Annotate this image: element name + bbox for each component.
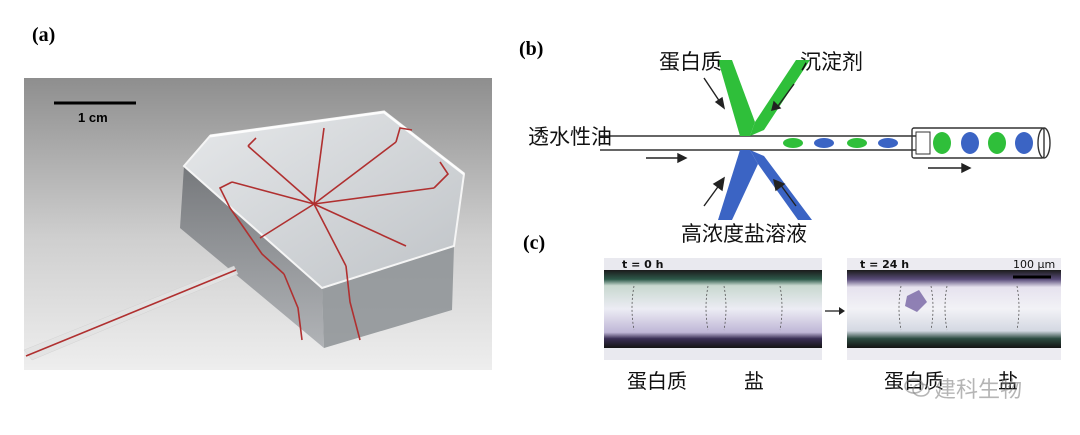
panel-a-label: (a) (32, 24, 56, 46)
droplet-generation-diagram (600, 60, 1051, 220)
oil-inlet-label: 透水性油 (528, 125, 612, 149)
time-progression-arrow-icon (825, 307, 845, 315)
time-label-0h: t = 0 h (622, 258, 664, 271)
time-label-24h: t = 24 h (860, 258, 910, 271)
protein-inlet-label: 蛋白质 (659, 50, 722, 74)
precipitant-inlet-label: 沉淀剂 (800, 50, 863, 74)
watermark: 建科生物 (904, 372, 1022, 404)
salt-label-t0: 盐 (744, 369, 764, 393)
micrograph-t0 (604, 258, 822, 360)
panel-b-label: (b) (519, 38, 544, 60)
salt-solution-inlet-label: 高浓度盐溶液 (681, 222, 807, 246)
wechat-icon (904, 378, 930, 397)
panel-c-label: (c) (523, 232, 546, 254)
scale-bar-label: 1 cm (78, 110, 108, 125)
protein-label-t24: 蛋白质 (884, 369, 944, 393)
micrograph-t24 (847, 258, 1061, 360)
microfluidic-chip-photo: 1 cm (24, 78, 492, 370)
salt-label-t24: 盐 (998, 369, 1018, 393)
micro-scale-label: 100 μm (1013, 258, 1056, 271)
watermark-text: 建科生物 (934, 378, 1023, 403)
protein-label-t0: 蛋白质 (627, 369, 687, 393)
